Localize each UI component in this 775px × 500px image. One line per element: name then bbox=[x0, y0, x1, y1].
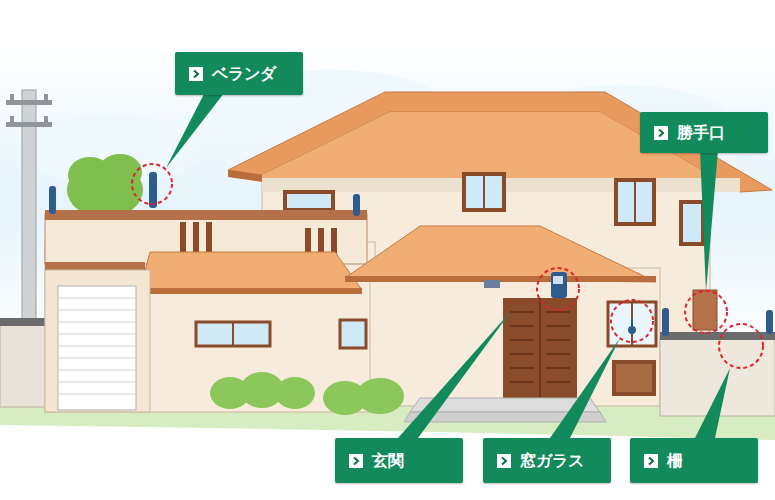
callout-label: 柵 bbox=[630, 438, 758, 483]
callout-label: 玄関 bbox=[335, 438, 463, 483]
label-text: 柵 bbox=[667, 451, 683, 470]
arrow-icon bbox=[189, 67, 203, 81]
label-text: 窓ガラス bbox=[520, 451, 584, 470]
arrow-icon bbox=[497, 454, 511, 468]
label-text: 玄関 bbox=[372, 451, 404, 470]
arrow-icon bbox=[644, 454, 658, 468]
arrow-icon bbox=[349, 454, 363, 468]
label-text: ベランダ bbox=[212, 64, 276, 83]
callout-label: 窓ガラス bbox=[483, 438, 611, 483]
arrow-icon bbox=[654, 126, 668, 140]
callout-label: ベランダ bbox=[175, 52, 303, 95]
callout-label: 勝手口 bbox=[640, 112, 768, 153]
label-text: 勝手口 bbox=[677, 123, 725, 142]
